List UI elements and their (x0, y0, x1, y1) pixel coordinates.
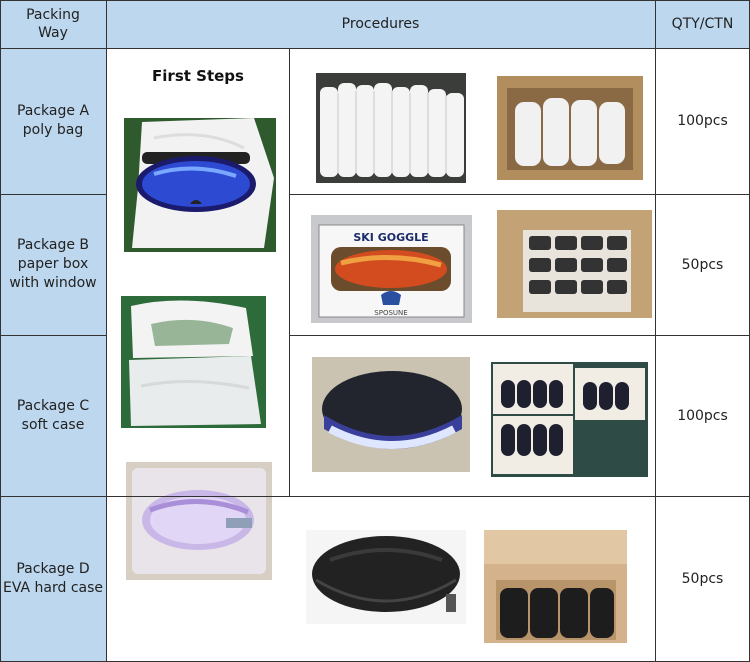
header-qty-ctn: QTY/CTN (655, 0, 750, 48)
grid-line (0, 0, 1, 662)
goggle-in-bag-photo (121, 296, 266, 428)
row-label-package-a: Package A poly bag (0, 48, 106, 194)
row-qty-package-b: 50pcs (681, 256, 724, 273)
grid-line (0, 496, 750, 497)
grid-line (0, 194, 106, 195)
brand-print-text: SPOSUNE (374, 309, 407, 317)
soft-case-carton-photo (491, 362, 648, 477)
grid-line (289, 194, 750, 195)
grid-line (289, 48, 290, 496)
grid-line (0, 335, 106, 336)
grid-line (106, 0, 107, 662)
eva-hard-case-carton-photo (484, 530, 627, 643)
row-qty-package-a: 100pcs (677, 113, 728, 129)
soft-case-photo (312, 357, 470, 472)
row-qty-package-c: 100pcs (677, 407, 728, 424)
row-label-package-d: Package D EVA hard case (0, 496, 106, 662)
row-qty-package-d: 50pcs (681, 571, 724, 587)
eva-hard-case-photo (306, 530, 466, 624)
box-print-text: SKI GOGGLE (353, 231, 428, 244)
header-packing-way: Packing Way (0, 0, 106, 48)
goggle-on-bag-photo (124, 118, 276, 252)
row-label-package-b: Package B paper box with window (0, 194, 106, 335)
grid-line (0, 48, 750, 49)
header-procedures: Procedures (106, 0, 655, 48)
grid-line (0, 0, 750, 1)
paper-box-carton-photo (497, 210, 652, 318)
first-steps-heading: First Steps (152, 67, 244, 85)
poly-bag-row-photo (316, 73, 466, 183)
poly-bag-carton-photo (497, 76, 643, 180)
goggle-clear-bag-photo (126, 462, 272, 580)
paper-box-photo: SKI GOGGLE SPOSUNE (311, 215, 472, 323)
grid-line (655, 0, 656, 662)
grid-line (289, 335, 750, 336)
row-label-package-c: Package C soft case (0, 335, 106, 496)
